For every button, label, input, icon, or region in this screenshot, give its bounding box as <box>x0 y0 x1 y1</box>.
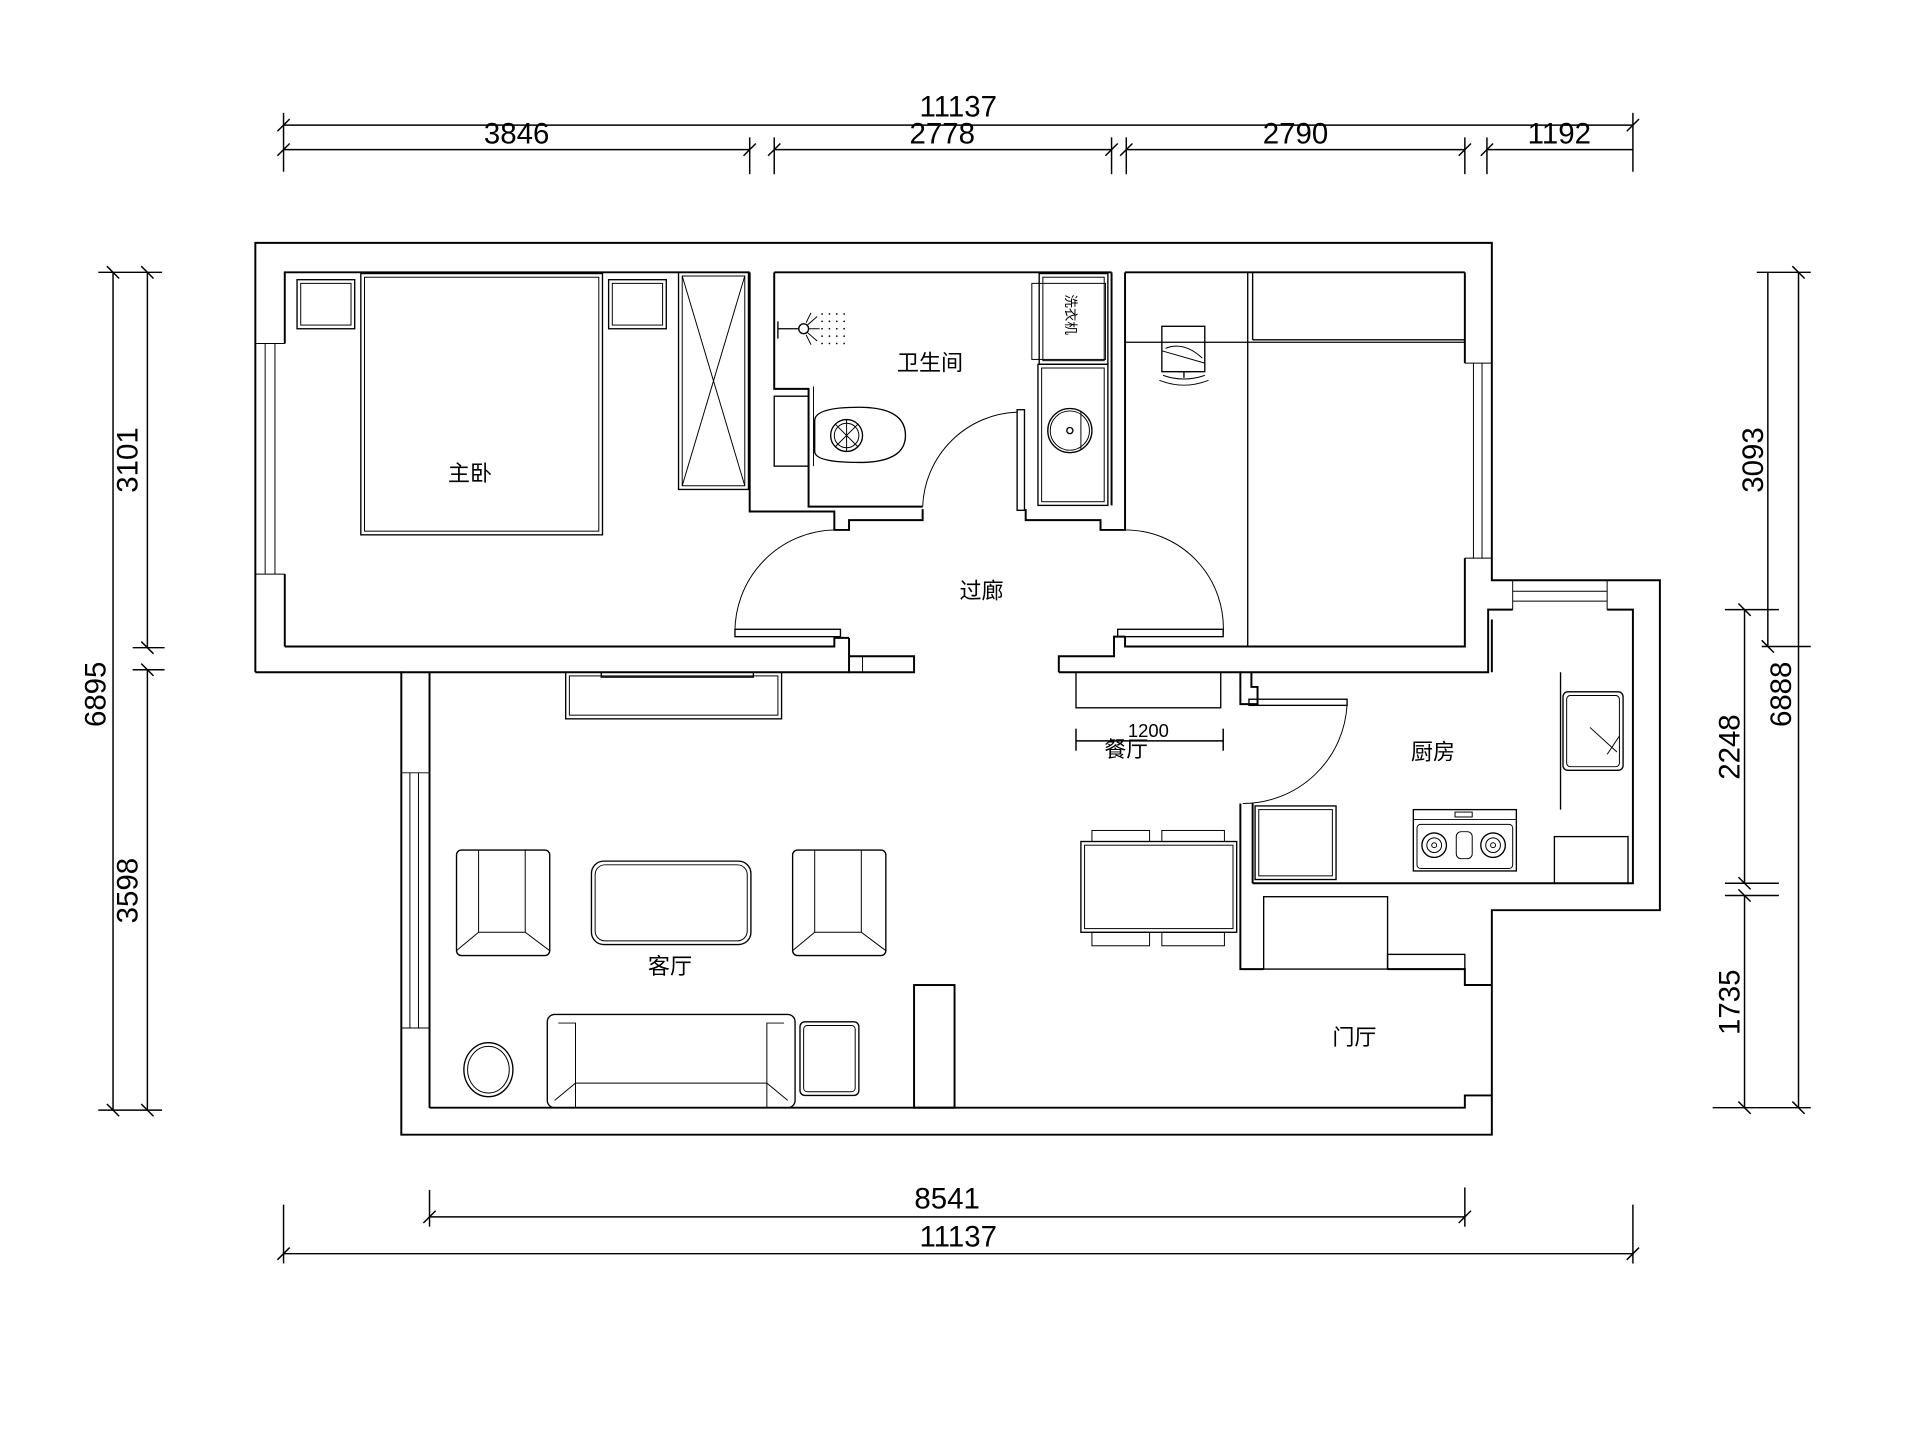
dim-right-overall: 6888 <box>1765 662 1798 728</box>
dining-furniture: 1200 <box>1075 671 1238 947</box>
bottom-dimensions: 8541 11137 <box>276 1182 1640 1264</box>
armchair-icon <box>455 849 551 957</box>
dim-bottom-inner: 8541 <box>914 1182 980 1215</box>
dining-dimension: 1200 <box>1075 720 1224 751</box>
dim-top-seg-3: 2790 <box>1263 118 1329 151</box>
tv-cabinet-icon <box>565 671 783 720</box>
right-dimensions: 6888 3093 2248 1735 <box>1712 265 1811 1115</box>
dim-left-seg-2: 3598 <box>112 858 145 924</box>
coffee-table-icon <box>590 860 752 946</box>
bathroom-fixtures: 洗衣机 <box>773 272 1109 507</box>
shower-icon <box>777 312 846 345</box>
label-kitchen: 厨房 <box>1411 740 1455 765</box>
dim-right-seg-1: 3093 <box>1737 427 1770 493</box>
kitchen-fixtures <box>1254 672 1629 970</box>
side-table-icon <box>799 1021 860 1097</box>
doors <box>734 409 1348 804</box>
dim-bottom-overall: 11137 <box>919 1220 997 1253</box>
washing-machine-icon: 洗衣机 <box>1031 272 1109 366</box>
interior-walls <box>401 271 1634 1109</box>
exterior-walls <box>254 241 1661 1136</box>
label-corridor: 过廊 <box>959 580 1003 605</box>
dim-top-seg-4: 1192 <box>1528 118 1591 151</box>
washing-machine-label: 洗衣机 <box>1062 294 1078 335</box>
armchair-icon <box>791 849 887 957</box>
wardrobe-icon <box>677 271 750 491</box>
label-bathroom: 卫生间 <box>897 351 963 376</box>
double-bed-icon <box>360 272 604 536</box>
left-dimensions: 6895 3101 3598 <box>80 265 165 1117</box>
dim-top-overall: 11137 <box>919 91 997 124</box>
label-living-room: 客厅 <box>648 955 692 980</box>
dim-right-seg-2: 2248 <box>1714 714 1747 780</box>
round-stool-icon <box>463 1042 514 1098</box>
sink-icon <box>1037 363 1109 507</box>
room-labels: 主卧 卫生间 过廊 餐厅 厨房 客厅 门厅 <box>448 351 1455 1051</box>
nightstand-icon <box>607 279 667 330</box>
label-dining: 餐厅 <box>1104 738 1148 763</box>
dim-top-seg-1: 3846 <box>484 118 550 151</box>
sideboard-icon <box>1075 671 1222 709</box>
second-bedroom-furniture <box>1159 325 1209 386</box>
living-room-furniture <box>455 671 887 1109</box>
gas-stove-icon <box>1412 808 1518 872</box>
label-entrance-hall: 门厅 <box>1332 1026 1376 1051</box>
dim-top-seg-2: 2778 <box>910 118 976 151</box>
storage-cabinet-icon <box>1262 896 1389 970</box>
kitchen-sink-icon <box>1562 691 1624 772</box>
dim-left-overall: 6895 <box>80 662 113 728</box>
dim-left-seg-1: 3101 <box>112 427 145 493</box>
dining-table-icon <box>1080 829 1238 947</box>
refrigerator-icon <box>1254 805 1337 881</box>
master-bedroom-furniture <box>296 271 750 536</box>
top-dimensions: 11137 3846 2778 2790 1192 <box>276 91 1640 175</box>
desk-chair-icon <box>1159 325 1209 386</box>
dim-dining-width: 1200 <box>1128 720 1169 741</box>
label-master-bedroom: 主卧 <box>448 462 492 487</box>
sofa-icon <box>546 1013 796 1109</box>
nightstand-icon <box>296 279 356 330</box>
dim-right-seg-3: 1735 <box>1714 969 1747 1035</box>
toilet-icon <box>773 386 907 467</box>
